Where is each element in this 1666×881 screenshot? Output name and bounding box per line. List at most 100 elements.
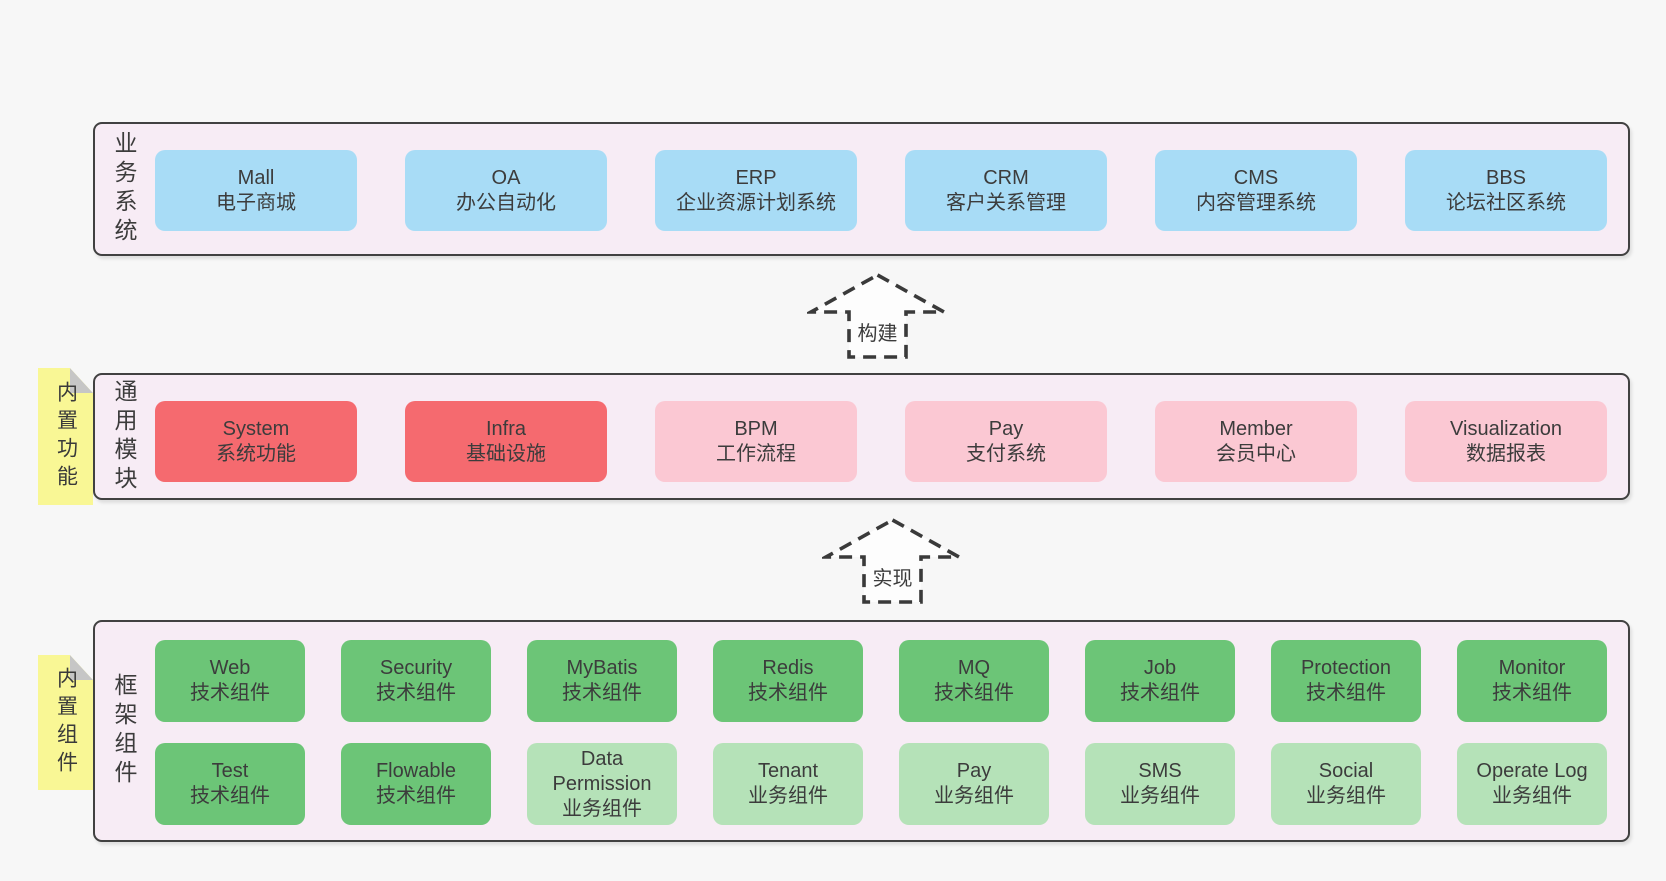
arrow-build-label: 构建 xyxy=(854,317,901,346)
box-title: Member xyxy=(1219,417,1293,440)
box-title: Security xyxy=(379,657,453,679)
box-title: Monitor xyxy=(1498,657,1566,679)
box-subtitle: 系统功能 xyxy=(216,442,296,465)
box-title: Tenant xyxy=(757,760,819,782)
box-title: CRM xyxy=(983,166,1029,189)
box-subtitle: 办公自动化 xyxy=(456,191,556,214)
diagram-box-security: Security 技术组件 xyxy=(341,640,491,722)
box-subtitle: 业务组件 xyxy=(934,785,1014,807)
box-subtitle: 技术组件 xyxy=(748,682,828,704)
diagram-box-monitor: Monitor 技术组件 xyxy=(1457,640,1607,722)
box-title: Pay xyxy=(956,760,992,782)
box-title: Mall xyxy=(237,166,275,189)
box-title: SMS xyxy=(1138,760,1182,782)
diagram-box-tenant: Tenant 业务组件 xyxy=(713,743,863,825)
box-title: MyBatis xyxy=(566,657,638,679)
box-title: System xyxy=(222,417,290,440)
box-title: Protection xyxy=(1300,657,1392,679)
layer-label-business-systems: 业务系统 xyxy=(111,131,137,247)
box-subtitle: 业务组件 xyxy=(1120,785,1200,807)
box-subtitle: 客户关系管理 xyxy=(946,191,1066,214)
box-subtitle: 业务组件 xyxy=(562,797,642,820)
diagram-box-test: Test 技术组件 xyxy=(155,743,305,825)
box-subtitle: 业务组件 xyxy=(1306,785,1386,807)
box-title: BBS xyxy=(1485,166,1527,189)
arrow-build: 构建 xyxy=(807,271,948,361)
box-subtitle: 技术组件 xyxy=(934,682,1014,704)
arrow-implement-label: 实现 xyxy=(869,562,916,591)
box-subtitle: 技术组件 xyxy=(376,785,456,807)
diagram-box-flowable: Flowable 技术组件 xyxy=(341,743,491,825)
box-subtitle: 会员中心 xyxy=(1216,442,1296,465)
box-subtitle: 内容管理系统 xyxy=(1196,191,1316,214)
box-subtitle: 技术组件 xyxy=(190,682,270,704)
diagram-box-mybatis: MyBatis 技术组件 xyxy=(527,640,677,722)
box-subtitle: 技术组件 xyxy=(1306,682,1386,704)
sticky-note-text: 内置组件 xyxy=(54,666,78,779)
box-subtitle: 技术组件 xyxy=(190,785,270,807)
box-subtitle: 论坛社区系统 xyxy=(1446,191,1566,214)
box-title: Redis xyxy=(762,657,814,679)
dashed-up-arrow-icon xyxy=(807,272,948,359)
box-subtitle: 技术组件 xyxy=(562,682,642,704)
box-subtitle: 数据报表 xyxy=(1466,442,1546,465)
diagram-box-mq: MQ 技术组件 xyxy=(899,640,1049,722)
diagram-box-job: Job 技术组件 xyxy=(1085,640,1235,722)
box-title: Data Permission xyxy=(552,747,652,795)
diagram-box-operate-log: Operate Log 业务组件 xyxy=(1457,743,1607,825)
box-title: ERP xyxy=(735,166,777,189)
box-title: Flowable xyxy=(375,760,457,782)
diagram-box-social: Social 业务组件 xyxy=(1271,743,1421,825)
sticky-note-built-in-features: 内置功能 xyxy=(38,368,93,505)
box-subtitle: 技术组件 xyxy=(1120,682,1200,704)
box-title: MQ xyxy=(957,657,991,679)
diagram-box-redis: Redis 技术组件 xyxy=(713,640,863,722)
box-subtitle: 基础设施 xyxy=(466,442,546,465)
box-title: Web xyxy=(209,657,251,679)
diagram-box-sms: SMS 业务组件 xyxy=(1085,743,1235,825)
box-subtitle: 业务组件 xyxy=(748,785,828,807)
box-subtitle: 技术组件 xyxy=(1492,682,1572,704)
box-title: Test xyxy=(211,760,249,782)
box-title: Visualization xyxy=(1450,417,1562,440)
layer-label-common-modules: 通用模块 xyxy=(111,378,137,495)
box-title: OA xyxy=(491,166,521,189)
box-subtitle: 业务组件 xyxy=(1492,785,1572,807)
dashed-up-arrow-icon xyxy=(822,517,963,604)
box-title: Infra xyxy=(485,417,527,440)
sticky-note-built-in-components: 内置组件 xyxy=(38,655,93,790)
layer-label-framework-components: 框架组件 xyxy=(111,673,137,789)
box-title: Operate Log xyxy=(1476,760,1588,782)
box-subtitle: 支付系统 xyxy=(966,442,1046,465)
box-title: BPM xyxy=(734,417,778,440)
box-title: CMS xyxy=(1233,166,1279,189)
box-title: Social xyxy=(1318,760,1374,782)
box-title: Pay xyxy=(988,417,1024,440)
arrow-implement: 实现 xyxy=(822,516,963,606)
sticky-note-text: 内置功能 xyxy=(54,380,78,493)
box-subtitle: 电子商城 xyxy=(216,191,296,214)
box-title: Job xyxy=(1143,657,1177,679)
diagram-box-pay: Pay 业务组件 xyxy=(899,743,1049,825)
box-subtitle: 技术组件 xyxy=(376,682,456,704)
